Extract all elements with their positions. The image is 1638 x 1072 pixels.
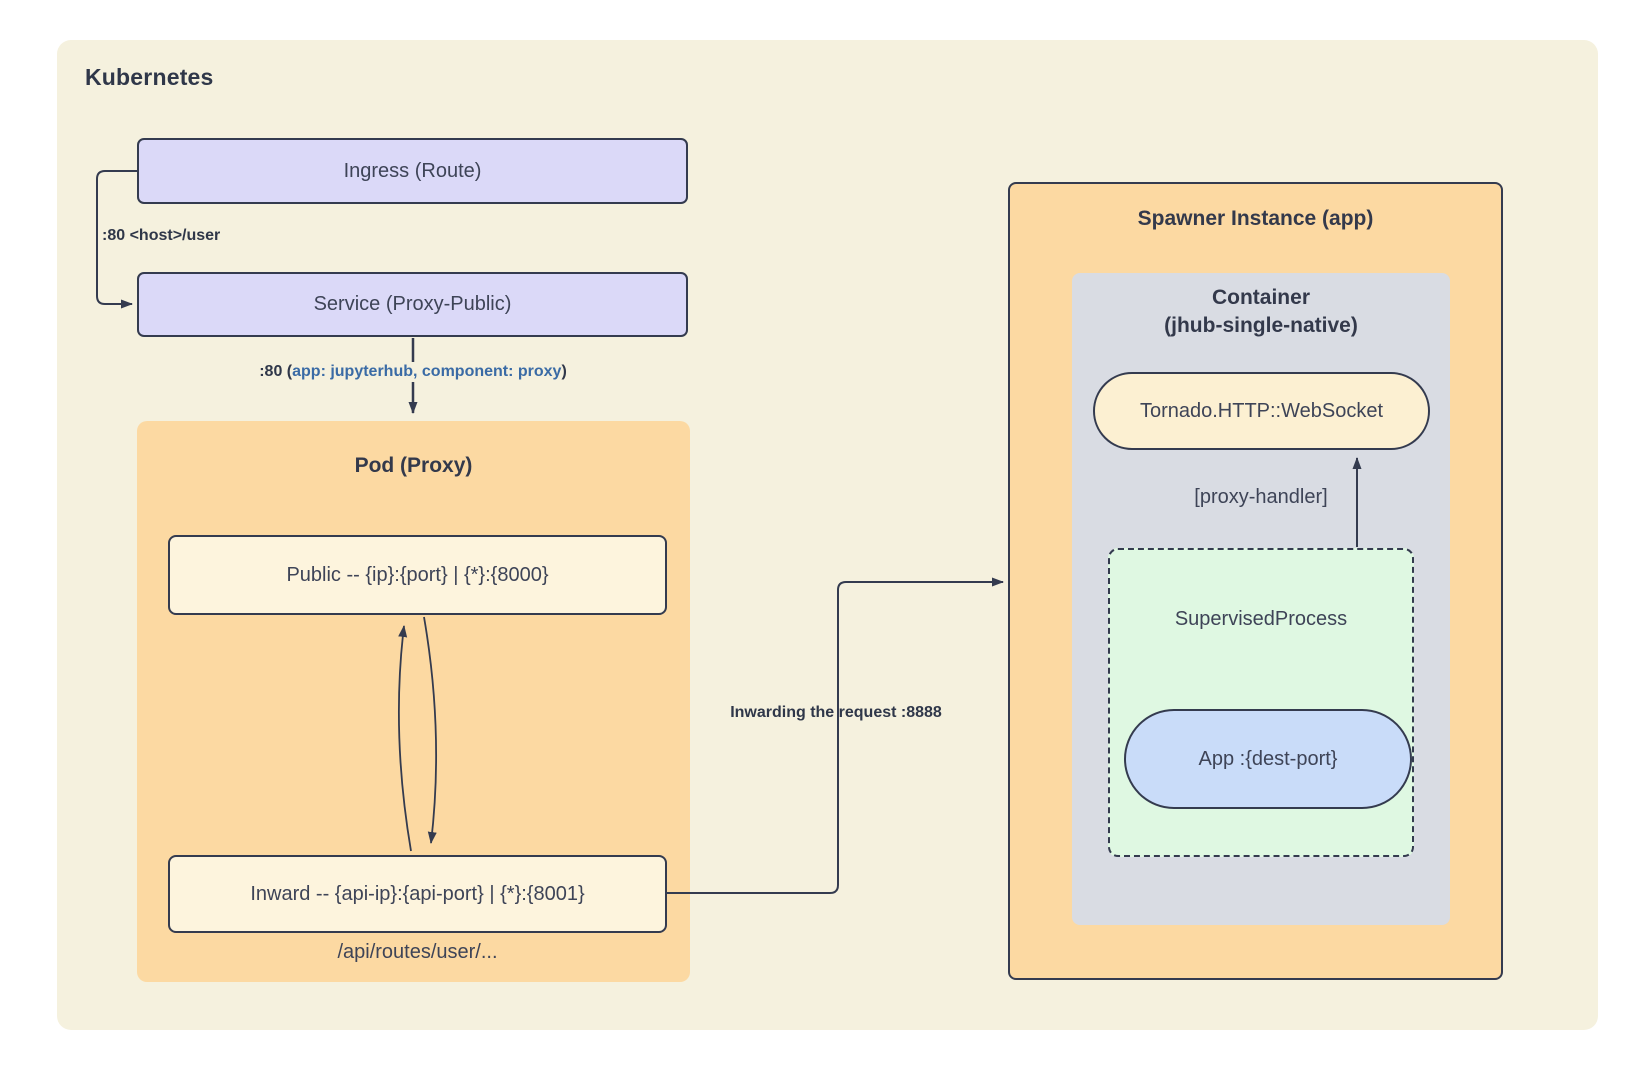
container-title-line2: (jhub-single-native) bbox=[1164, 314, 1358, 337]
tornado-websocket-node: Tornado.HTTP::WebSocket bbox=[1093, 372, 1430, 450]
supervised-process-group: SupervisedProcess App :{dest-port} bbox=[1108, 548, 1414, 857]
pod-title: Pod (Proxy) bbox=[354, 454, 473, 477]
inward-endpoint-node: Inward -- {api-ip}:{api-port} | {*}:{800… bbox=[168, 855, 667, 933]
edge-label-inwarding-request: Inwarding the request :8888 bbox=[730, 704, 942, 721]
edge-label-service-selector: :80 (app: jupyterhub, component: proxy) bbox=[255, 362, 571, 382]
ingress-node: Ingress (Route) bbox=[137, 138, 688, 204]
service-label: Service (Proxy-Public) bbox=[313, 293, 512, 315]
edge-label-host-user: :80 <host>/user bbox=[102, 227, 221, 244]
container-title-line1: Container bbox=[1211, 286, 1310, 309]
app-dest-port-node: App :{dest-port} bbox=[1124, 709, 1412, 809]
spawner-title: Spawner Instance (app) bbox=[1137, 207, 1374, 230]
container-group: Container (jhub-single-native) Tornado.H… bbox=[1072, 273, 1450, 925]
kubernetes-title: Kubernetes bbox=[85, 64, 214, 90]
proxy-handler-label: [proxy-handler] bbox=[1194, 486, 1328, 508]
ingress-label: Ingress (Route) bbox=[343, 159, 482, 182]
supervised-process-label: SupervisedProcess bbox=[1174, 608, 1348, 630]
edge-label-selector-suffix: ) bbox=[561, 363, 567, 380]
public-endpoint-node: Public -- {ip}:{port} | {*}:{8000} bbox=[168, 535, 667, 615]
tornado-websocket-label: Tornado.HTTP::WebSocket bbox=[1139, 399, 1384, 422]
edge-label-selector-value: app: jupyterhub, component: proxy bbox=[292, 363, 562, 380]
app-dest-port-label: App :{dest-port} bbox=[1198, 747, 1338, 770]
container-title: Container (jhub-single-native) bbox=[1072, 284, 1450, 340]
edge-label-selector-prefix: :80 ( bbox=[259, 363, 293, 380]
api-routes-note: /api/routes/user/... bbox=[337, 941, 498, 963]
public-endpoint-label: Public -- {ip}:{port} | {*}:{8000} bbox=[286, 563, 549, 586]
inward-endpoint-label: Inward -- {api-ip}:{api-port} | {*}:{800… bbox=[250, 882, 585, 905]
service-node: Service (Proxy-Public) bbox=[137, 272, 688, 337]
pod-proxy-group: Pod (Proxy) Public -- {ip}:{port} | {*}:… bbox=[137, 421, 690, 982]
spawner-instance-group: Spawner Instance (app) Container (jhub-s… bbox=[1008, 182, 1503, 980]
